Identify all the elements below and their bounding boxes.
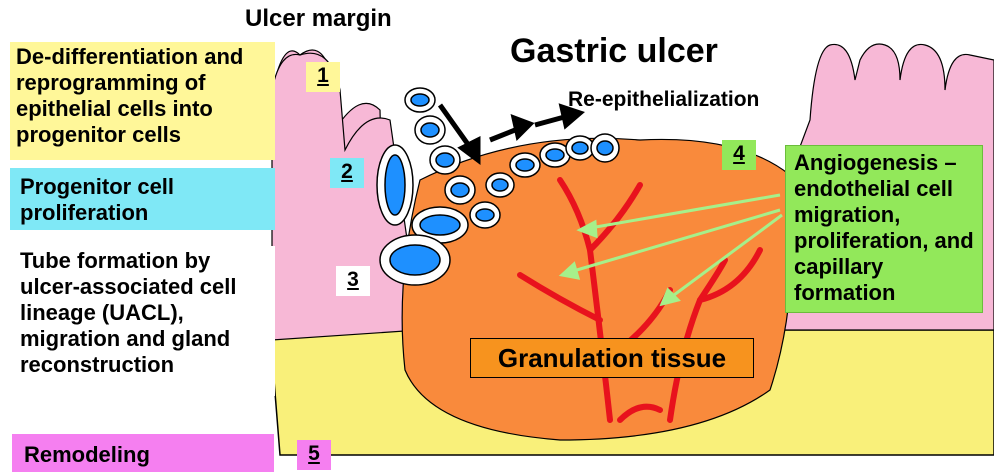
step-5-description: Remodeling bbox=[12, 434, 274, 472]
step-4-description: Angiogenesis – endothelial cell migratio… bbox=[785, 145, 983, 313]
step-3-description: Tube formation by ulcer-associated cell … bbox=[10, 246, 275, 396]
step-2-number: 2 bbox=[330, 158, 364, 188]
step-3-number: 3 bbox=[336, 266, 370, 296]
granulation-tissue-label: Granulation tissue bbox=[470, 338, 754, 378]
step-1-number: 1 bbox=[306, 62, 340, 92]
ulcer-margin-label: Ulcer margin bbox=[245, 5, 392, 33]
reepithelialization-label: Re-epithelialization bbox=[568, 88, 759, 112]
step-2-description: Progenitor cell proliferation bbox=[10, 168, 275, 230]
step-5-number: 5 bbox=[297, 440, 331, 470]
step-4-number: 4 bbox=[722, 140, 756, 170]
gastric-ulcer-title: Gastric ulcer bbox=[510, 32, 718, 71]
step-1-description: De-differentiation and reprogramming of … bbox=[10, 42, 275, 160]
